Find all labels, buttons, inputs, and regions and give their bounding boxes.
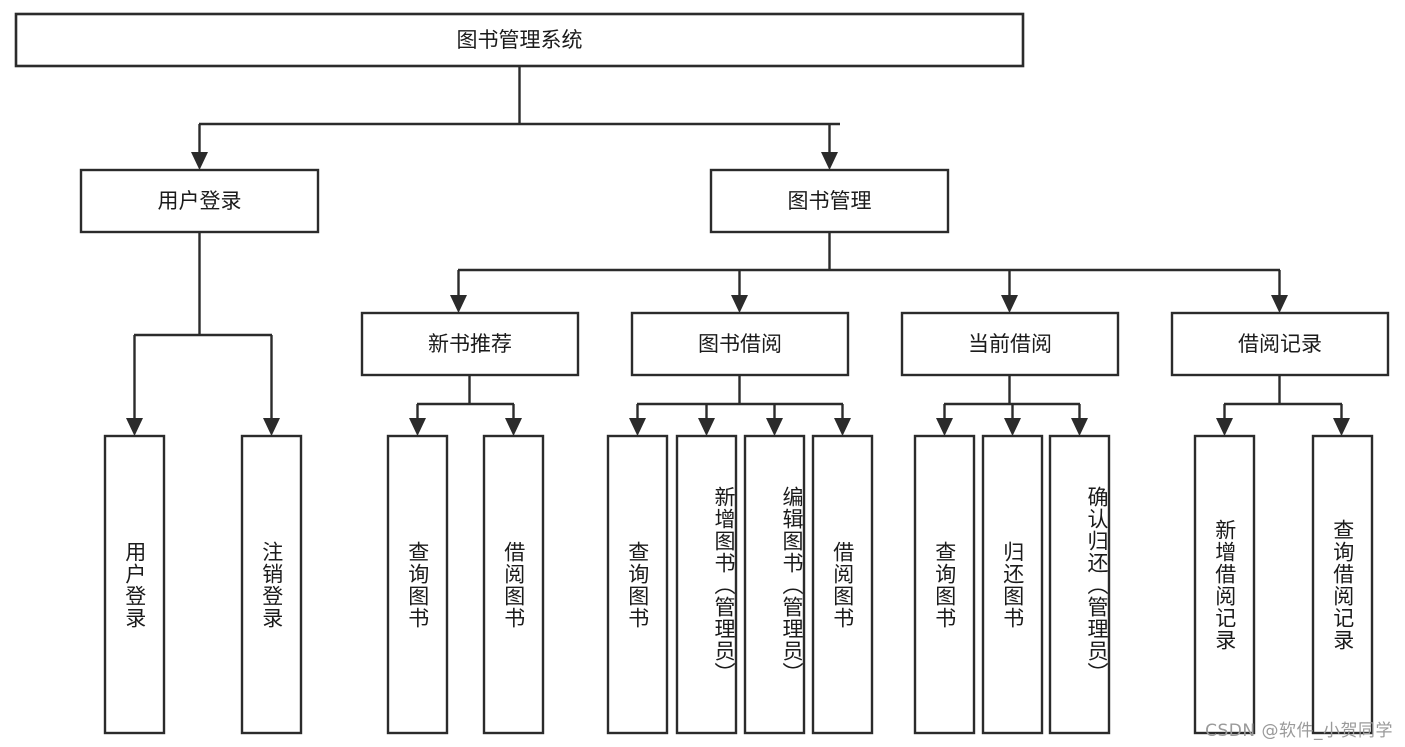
node-leaf-user-logout[interactable] — [240, 434, 303, 735]
arrowhead-leaf-query-record — [1333, 418, 1350, 436]
arrowhead-leaf-borrow-book-1 — [505, 418, 522, 436]
arrowhead-leaf-add-book — [698, 418, 715, 436]
arrowhead-book-borrow — [731, 295, 748, 313]
node-leaf-query-book-2[interactable] — [606, 434, 669, 735]
node-root-label: 图书管理系统 — [457, 28, 583, 52]
arrowhead-leaf-edit-book — [766, 418, 783, 436]
arrowhead-leaf-borrow-book-2 — [834, 418, 851, 436]
arrowhead-user-login — [191, 152, 208, 170]
node-leaf-edit-book[interactable] — [743, 434, 806, 735]
arrowhead-current-borrow — [1001, 295, 1018, 313]
node-current-borrow-label: 当前借阅 — [968, 332, 1052, 356]
node-borrow-record[interactable] — [1170, 311, 1390, 377]
node-leaf-borrow-book-2[interactable] — [811, 434, 874, 735]
node-leaf-borrow-book-1[interactable] — [482, 434, 545, 735]
node-leaf-query-record[interactable] — [1311, 434, 1374, 735]
arrowhead-leaf-query-book-2 — [629, 418, 646, 436]
node-leaf-add-record[interactable] — [1193, 434, 1256, 735]
arrowhead-leaf-user-logout — [263, 418, 280, 436]
csdn-watermark: CSDN @软件_小贺同学 — [1205, 721, 1393, 741]
arrowhead-leaf-add-record — [1216, 418, 1233, 436]
node-new-book-rec-label: 新书推荐 — [428, 332, 512, 356]
node-leaf-query-book-3[interactable] — [913, 434, 976, 735]
arrowhead-book-manage — [821, 152, 838, 170]
node-user-login[interactable] — [79, 168, 320, 234]
node-borrow-record-label: 借阅记录 — [1238, 332, 1322, 356]
node-user-login-label: 用户登录 — [158, 189, 242, 213]
node-book-borrow[interactable] — [630, 311, 850, 377]
connectors-layer — [126, 66, 1350, 436]
node-leaf-query-book-1[interactable] — [386, 434, 449, 735]
arrowhead-leaf-query-book-3 — [936, 418, 953, 436]
nodes-layer: 图书管理系统 用户登录 图书管理 新书推荐 图书借阅 当前借阅 借阅记录 — [14, 12, 1390, 735]
arrowhead-leaf-return-book — [1004, 418, 1021, 436]
node-leaf-user-login[interactable] — [103, 434, 166, 735]
node-current-borrow[interactable] — [900, 311, 1120, 377]
arrowhead-leaf-user-login — [126, 418, 143, 436]
node-book-manage[interactable] — [709, 168, 950, 234]
node-book-borrow-label: 图书借阅 — [698, 332, 782, 356]
node-new-book-rec[interactable] — [360, 311, 580, 377]
node-leaf-add-book[interactable] — [675, 434, 738, 735]
arrowhead-new-book-rec — [450, 295, 467, 313]
node-leaf-return-book[interactable] — [981, 434, 1044, 735]
node-leaf-confirm-return[interactable] — [1048, 434, 1111, 735]
arrowhead-leaf-query-book-1 — [409, 418, 426, 436]
node-book-manage-label: 图书管理 — [788, 189, 872, 213]
arrowhead-leaf-confirm-return — [1071, 418, 1088, 436]
arrowhead-borrow-record — [1271, 295, 1288, 313]
node-root[interactable] — [14, 12, 1025, 68]
